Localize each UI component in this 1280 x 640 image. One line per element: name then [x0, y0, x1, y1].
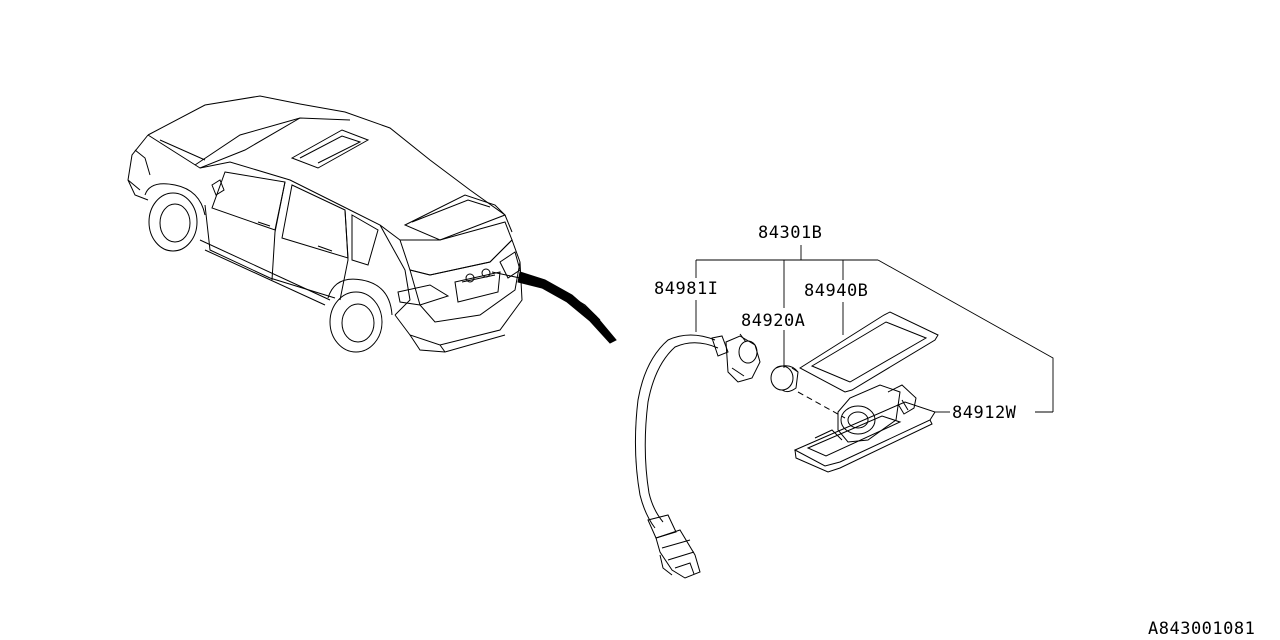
bulb-illustration [770, 365, 799, 393]
callout-label-bulb: 84920A [741, 311, 805, 331]
callout-label-lens: 84940B [804, 281, 868, 301]
vehicle-pointer-arrow [517, 271, 617, 344]
bulb-alignment-line [797, 391, 846, 419]
lamp-housing-illustration [793, 384, 936, 473]
callout-brackets [695, 245, 1054, 413]
callout-label-housing: 84912W [952, 403, 1017, 423]
wiring-harness [634, 333, 761, 579]
lens-illustration [799, 311, 939, 393]
callout-label-assembly: 84301B [758, 223, 822, 243]
vehicle-illustration [127, 95, 523, 353]
figure-id-label: A843001081 [1148, 619, 1255, 639]
callout-label-harness: 84981I [654, 279, 718, 299]
